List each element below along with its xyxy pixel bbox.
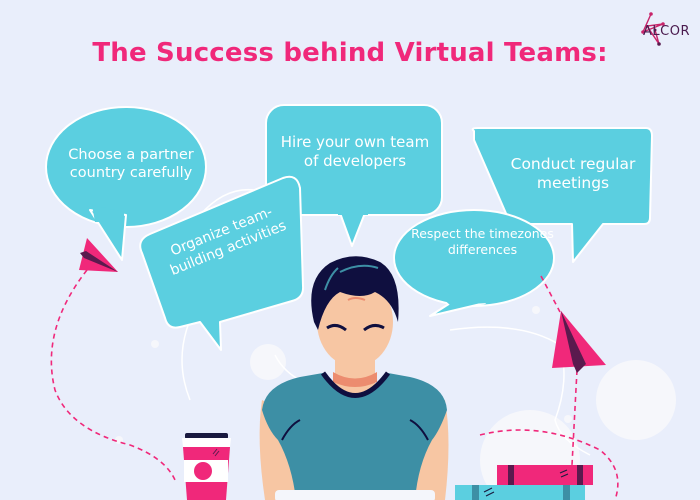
- person-illustration: [259, 256, 449, 500]
- page-title: The Success behind Virtual Teams:: [92, 38, 608, 68]
- speech-bubble-hire: [265, 104, 443, 247]
- logo-text: ALCOR: [643, 24, 690, 39]
- decor-circle: [596, 360, 676, 440]
- bubble-text-meetings: Conduct regular meetings: [510, 155, 636, 193]
- bubble-text-hire: Hire your own team of developers: [280, 133, 430, 170]
- speech-bubble-team-building: [139, 175, 305, 351]
- paper-plane-icon: [552, 311, 606, 373]
- paper-plane-icon: [79, 238, 118, 272]
- decor-circle: [250, 344, 286, 380]
- alcor-logo-icon: [641, 12, 665, 46]
- bubble-text-timezones: Respect the timezones differences: [411, 226, 554, 257]
- speech-bubble-timezones: [393, 209, 555, 317]
- bubble-text-partner: Choose a partner country carefully: [68, 147, 194, 182]
- speech-bubble-partner: [45, 106, 207, 261]
- coffee-cup-icon: [182, 433, 231, 500]
- books-icon: [455, 465, 593, 500]
